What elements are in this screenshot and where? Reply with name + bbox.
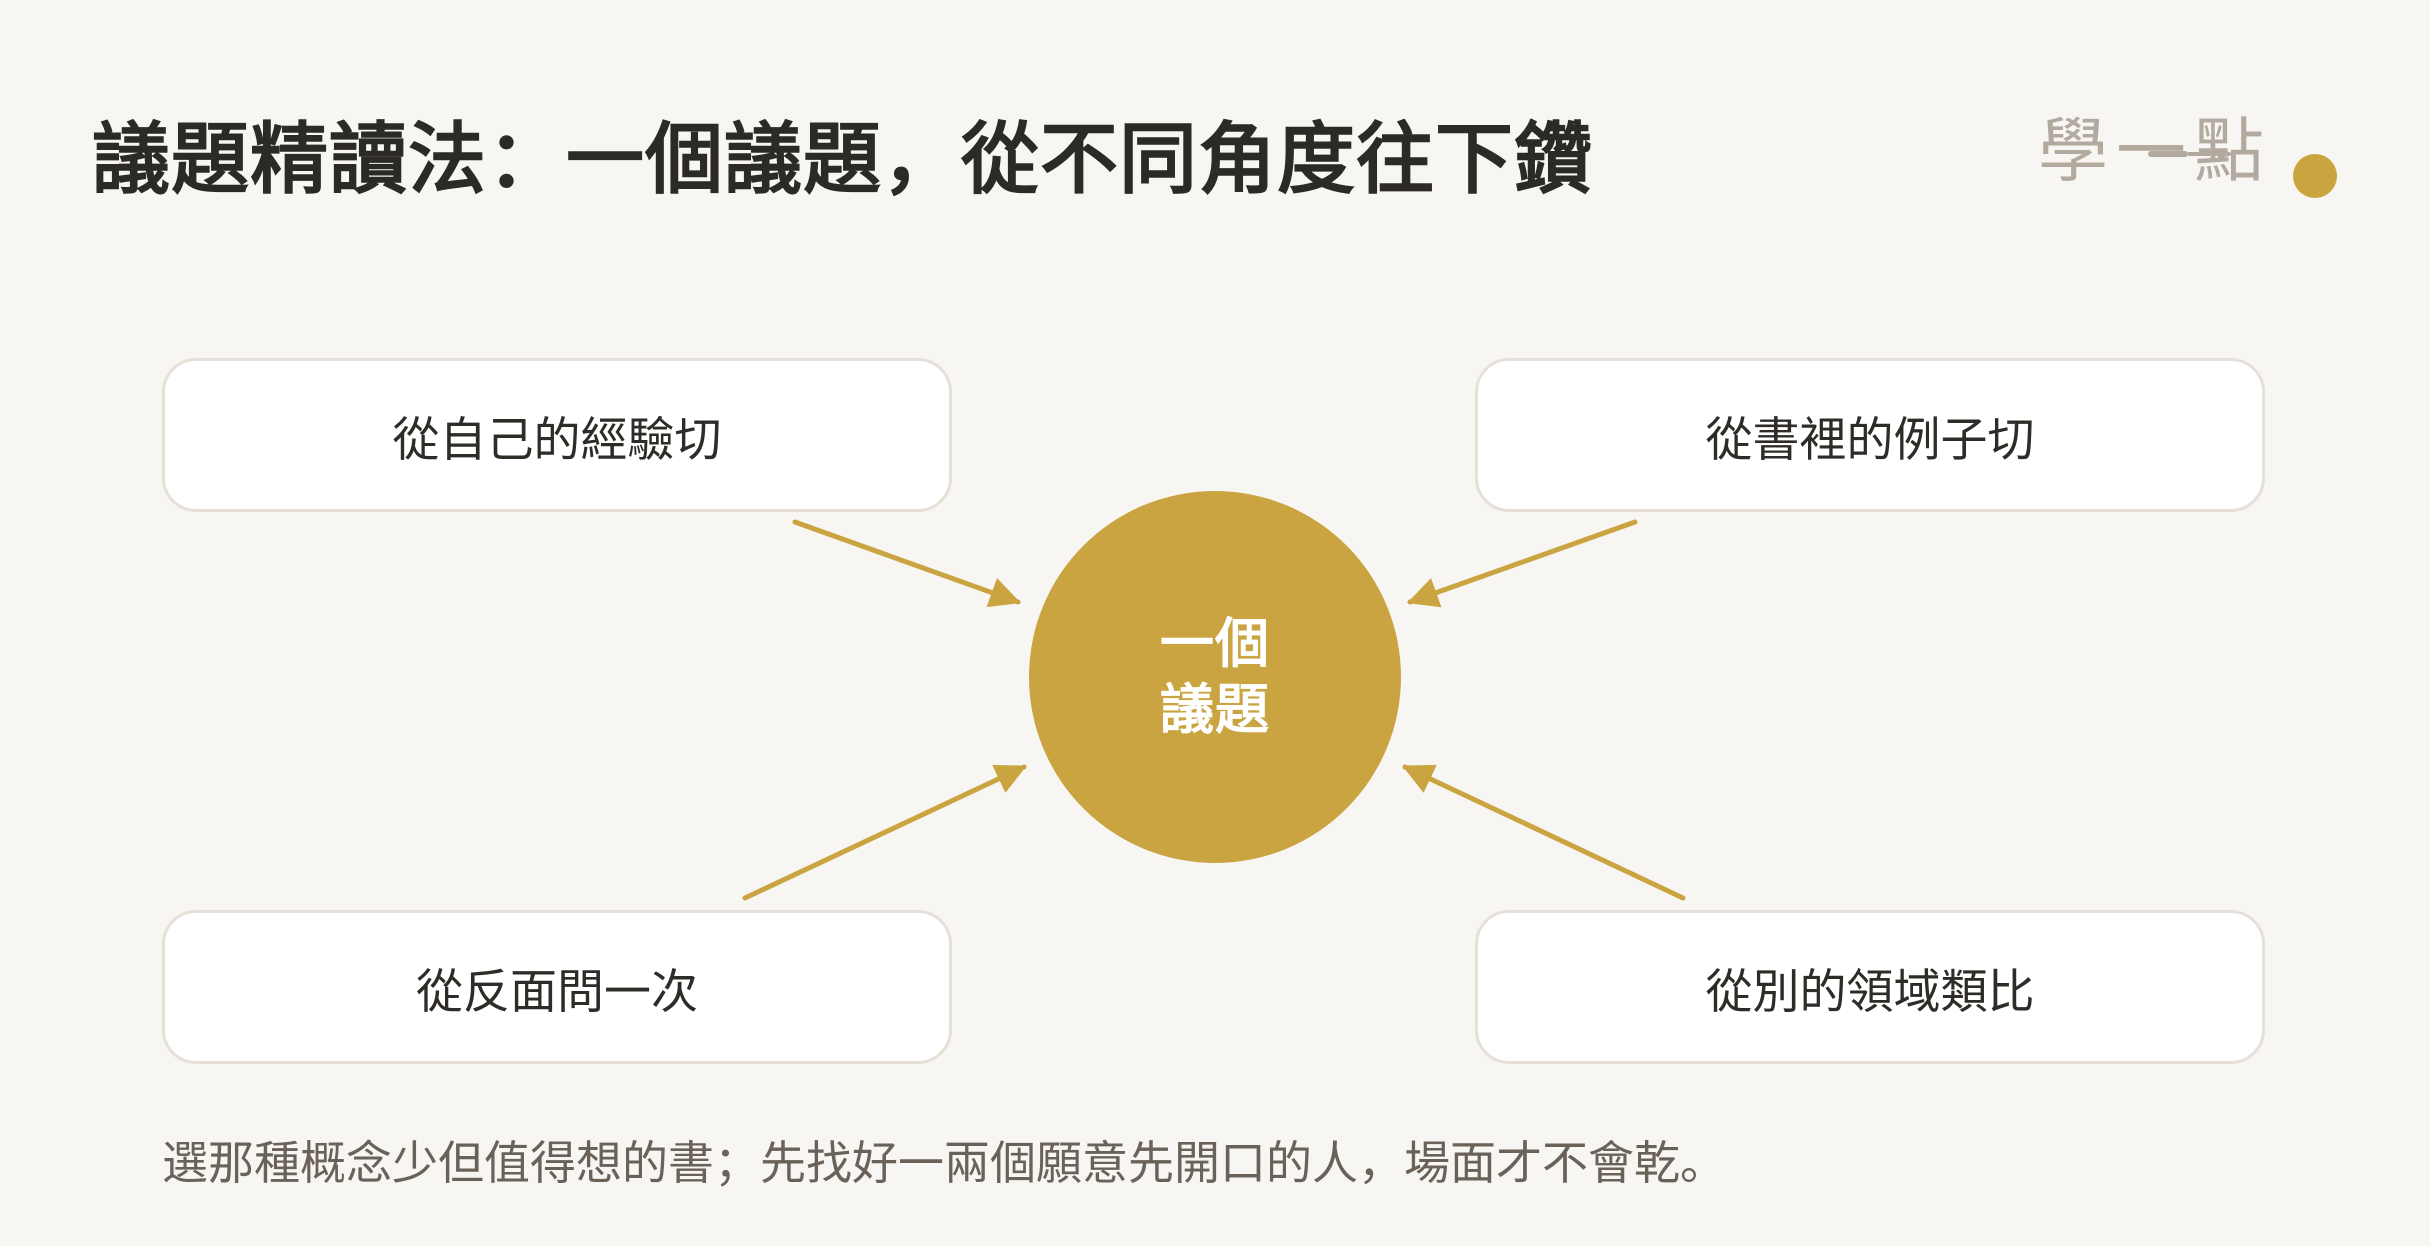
central-topic-line-1: 一個 [1160, 611, 1270, 675]
angle-label-book-example: 從書裡的例子切 [1705, 412, 2035, 468]
arrow-bottom-right-to-center [1402, 764, 1686, 901]
angle-box-own-experience: 從自己的經驗切 [162, 358, 952, 512]
page-title: 議題精讀法：一個議題，從不同角度往下鑽 [92, 115, 1594, 205]
pen-icon [2148, 149, 2236, 159]
angle-label-cross-domain-analogy: 從別的領域類比 [1705, 964, 2035, 1020]
gold-dot-icon [2293, 154, 2337, 198]
central-topic-line-2: 議題 [1160, 678, 1270, 741]
central-topic-circle: 一個 議題 [1029, 491, 1401, 863]
angle-box-book-example: 從書裡的例子切 [1475, 358, 2265, 512]
angle-box-cross-domain-analogy: 從別的領域類比 [1475, 910, 2265, 1064]
footer-note: 選那種概念少但值得想的書；先找好一兩個願意先開口的人，場面才不會乾。 [162, 1136, 1726, 1190]
arrow-bottom-left-to-center [742, 764, 1027, 901]
arrow-top-left-to-center [792, 519, 1021, 608]
arrow-top-right-to-center [1407, 519, 1638, 608]
central-topic-label: 一個 議題 [1160, 611, 1270, 741]
angle-box-reverse-question: 從反面問一次 [162, 910, 952, 1064]
brand-logo: 學一點 [2038, 108, 2348, 208]
angle-label-reverse-question: 從反面問一次 [416, 964, 698, 1020]
angle-label-own-experience: 從自己的經驗切 [392, 412, 722, 468]
